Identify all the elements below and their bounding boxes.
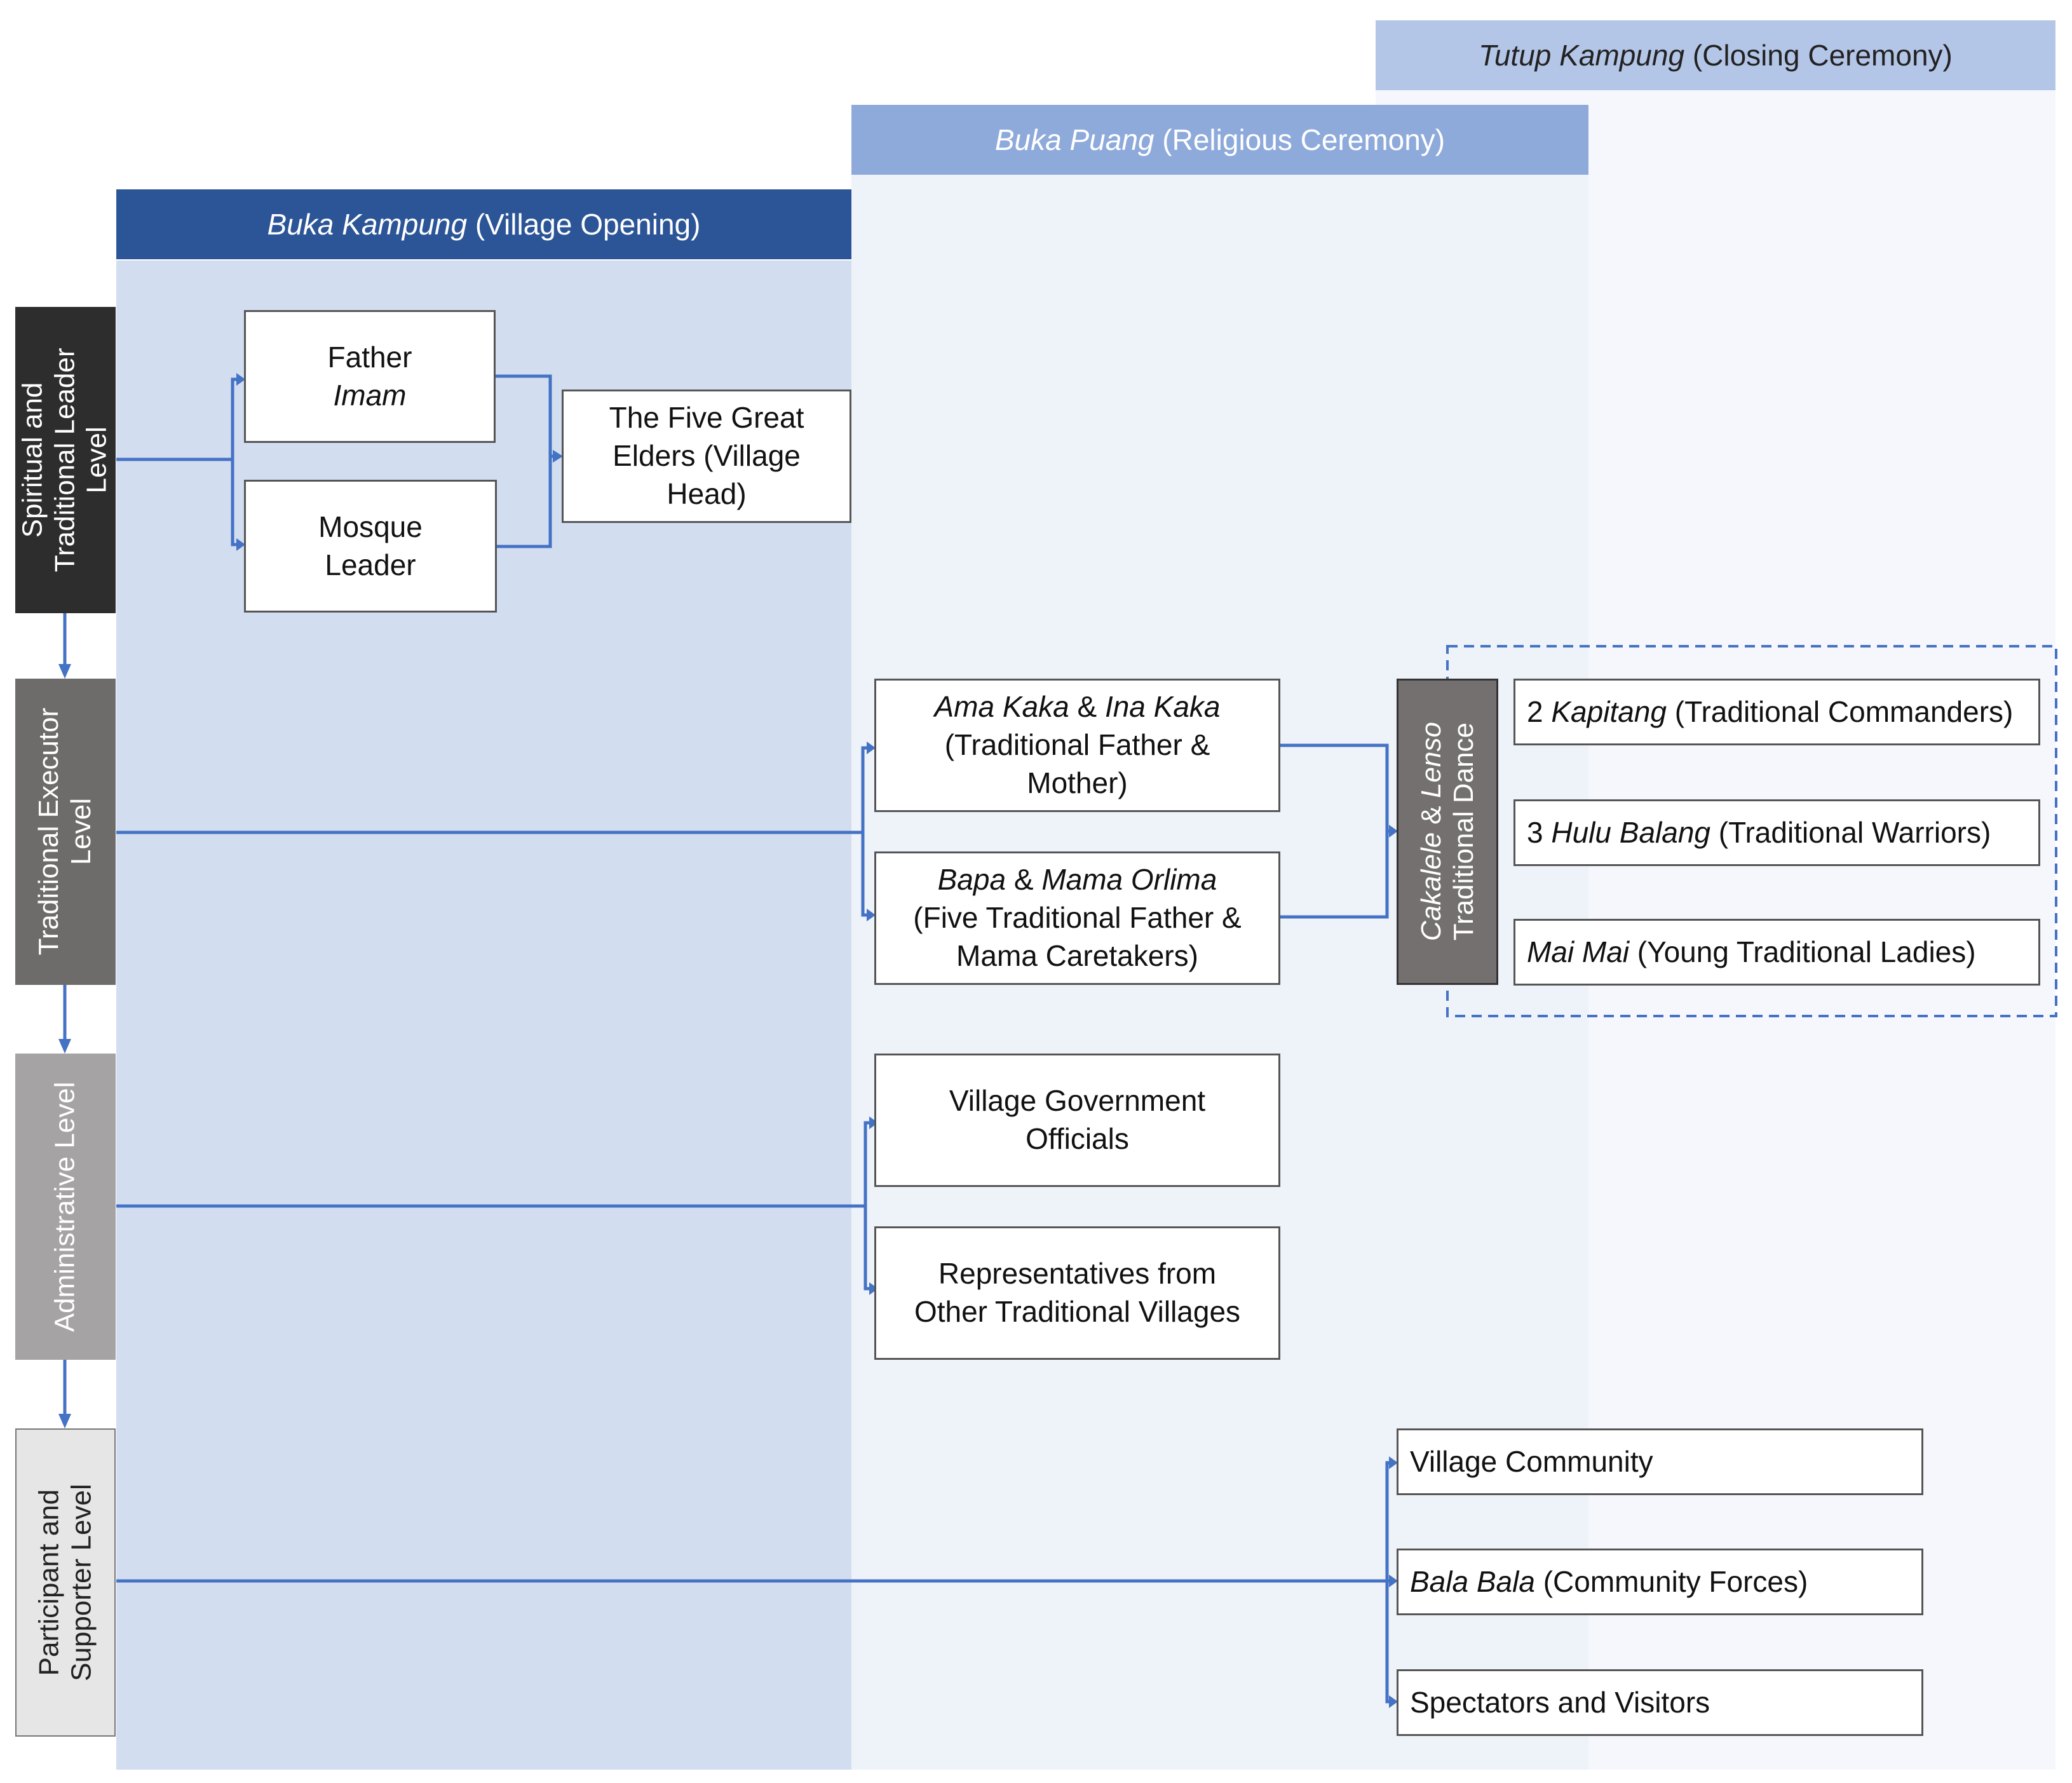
buka-puang-desc: (Religious Ceremony) — [1154, 123, 1446, 156]
spectators-text: Spectators and Visitors — [1410, 1685, 1710, 1719]
level-spiritual-line1: Spiritual and — [17, 382, 49, 538]
box-ama-kaka: Ama Kaka & Ina Kaka (Traditional Father … — [874, 679, 1280, 812]
box-five-great-elders: The Five Great Elders (Village Head) — [562, 390, 851, 523]
mai-mai-it: Mai Mai — [1527, 935, 1630, 968]
mosque-leader-line2: Leader — [325, 548, 416, 581]
tutup-kampung-desc: (Closing Ceremony) — [1684, 39, 1953, 72]
buka-kampung-header: Buka Kampung (Village Opening) — [116, 189, 851, 259]
box-village-government: Village Government Officials — [874, 1054, 1280, 1187]
village-gov-line1: Village Government — [949, 1084, 1206, 1118]
tutup-kampung-header: Tutup Kampung (Closing Ceremony) — [1376, 20, 2055, 90]
box-hulu-balang: 3 Hulu Balang (Traditional Warriors) — [1513, 799, 2040, 866]
village-gov-line2: Officials — [1026, 1122, 1129, 1155]
level-spiritual: Spiritual and Traditional Leader Level — [15, 307, 116, 613]
level-executor-line2: Level — [65, 798, 97, 865]
bala-bala-post: (Community Forces) — [1534, 1564, 1808, 1598]
dance-it2: Lenso — [1415, 722, 1447, 799]
ama-kaka-amp: & — [1069, 690, 1105, 724]
bapa-mama-amp: & — [1006, 863, 1042, 897]
hulu-balang-pre: 3 — [1527, 815, 1552, 849]
representatives-line1: Representatives from — [938, 1257, 1217, 1291]
box-father-imam: Father Imam — [244, 310, 496, 443]
box-bapa-mama-orlima: Bapa & Mama Orlima (Five Traditional Fat… — [874, 851, 1280, 985]
five-elders-line3: Head) — [667, 477, 747, 510]
buka-kampung-desc: (Village Opening) — [467, 208, 701, 241]
box-mai-mai: Mai Mai (Young Traditional Ladies) — [1513, 919, 2040, 986]
kapitang-it: Kapitang — [1551, 695, 1667, 728]
mai-mai-post: (Young Traditional Ladies) — [1629, 935, 1976, 968]
level-executor-line1: Traditional Executor — [33, 708, 65, 956]
bapa-mama-it2: Mama Orlima — [1041, 863, 1217, 897]
buka-kampung-name: Buka Kampung — [267, 208, 468, 241]
dance-amp: & — [1415, 798, 1447, 833]
bapa-mama-line3: Mama Caretakers) — [956, 939, 1198, 972]
tutup-kampung-name: Tutup Kampung — [1479, 39, 1685, 72]
village-community-text: Village Community — [1410, 1444, 1653, 1478]
kapitang-post: (Traditional Commanders) — [1666, 695, 2014, 728]
box-kapitang: 2 Kapitang (Traditional Commanders) — [1513, 679, 2040, 745]
level-participant-line1: Participant and — [33, 1489, 65, 1676]
level-administrative: Administrative Level — [15, 1054, 116, 1360]
representatives-line2: Other Traditional Villages — [914, 1295, 1241, 1328]
level-spiritual-line2: Traditional Leader — [49, 348, 81, 573]
hulu-balang-it: Hulu Balang — [1551, 815, 1710, 849]
dance-line2: Traditional Dance — [1447, 722, 1479, 941]
box-bala-bala: Bala Bala (Community Forces) — [1397, 1549, 1923, 1615]
level-participant-line2: Supporter Level — [65, 1484, 97, 1681]
father-imam-line2: Imam — [333, 378, 407, 412]
ama-kaka-line2: (Traditional Father & — [944, 728, 1210, 762]
level-executor: Traditional Executor Level — [15, 679, 116, 985]
box-village-community: Village Community — [1397, 1428, 1923, 1495]
kapitang-pre: 2 — [1527, 695, 1552, 728]
mosque-leader-line1: Mosque — [318, 510, 423, 543]
bala-bala-it: Bala Bala — [1410, 1564, 1535, 1598]
five-elders-line2: Elders (Village — [613, 439, 801, 473]
box-cakalele-lenso-dance: Cakalele & Lenso Traditional Dance — [1397, 679, 1498, 985]
box-spectators: Spectators and Visitors — [1397, 1669, 1923, 1736]
level-spiritual-line3: Level — [81, 426, 113, 494]
buka-puang-name: Buka Puang — [994, 123, 1154, 156]
dance-it1: Cakalele — [1415, 832, 1447, 942]
buka-puang-header: Buka Puang (Religious Ceremony) — [851, 105, 1588, 175]
five-elders-line1: The Five Great — [609, 401, 804, 435]
father-imam-line1: Father — [327, 340, 412, 374]
ama-kaka-it2: Ina Kaka — [1104, 690, 1221, 724]
bapa-mama-it1: Bapa — [937, 863, 1006, 897]
bapa-mama-line2: (Five Traditional Father & — [913, 901, 1242, 935]
level-participant: Participant and Supporter Level — [15, 1428, 116, 1737]
box-representatives: Representatives from Other Traditional V… — [874, 1226, 1280, 1360]
ama-kaka-it1: Ama Kaka — [934, 690, 1069, 724]
hulu-balang-post: (Traditional Warriors) — [1710, 815, 1991, 849]
box-mosque-leader: Mosque Leader — [244, 480, 497, 613]
level-administrative-line1: Administrative Level — [49, 1081, 81, 1332]
ama-kaka-line3: Mother) — [1027, 766, 1128, 799]
